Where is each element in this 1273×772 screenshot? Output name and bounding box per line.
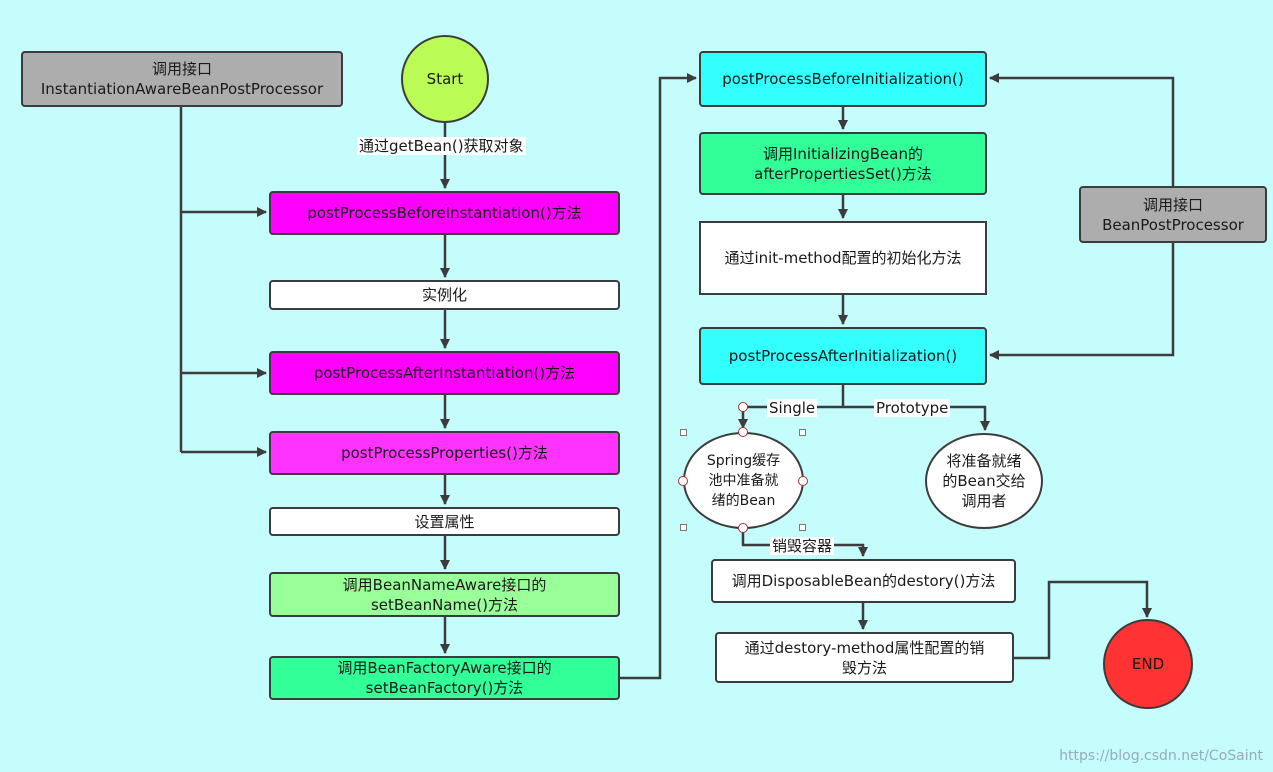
edge-bpp-beforeinit [989, 73, 1175, 187]
watermark: https://blog.csdn.net/CoSaint [1059, 748, 1263, 764]
node-after-initialization[interactable]: postProcessAfterInitialization() [699, 327, 987, 385]
node-spring-cache-bean[interactable]: Spring缓存 池中准备就 绪的Bean [683, 432, 804, 529]
node-bean-post-processor-interface[interactable]: 调用接口 BeanPostProcessor [1079, 186, 1267, 243]
node-bean-name-aware[interactable]: 调用BeanNameAware接口的 setBeanName()方法 [269, 572, 620, 617]
selection-handle[interactable] [799, 524, 806, 531]
connection-point[interactable] [738, 523, 748, 533]
selection-handle[interactable] [799, 429, 806, 436]
edge-bpp-afterinit [989, 242, 1175, 360]
node-after-instantiation[interactable]: postProcessAfterInstantiation()方法 [269, 351, 620, 395]
node-before-initialization[interactable]: postProcessBeforeInitialization() [699, 51, 987, 107]
node-disposable-bean[interactable]: 调用DisposableBean的destory()方法 [711, 559, 1016, 603]
node-set-properties[interactable]: 设置属性 [269, 507, 620, 536]
label-get-bean: 通过getBean()获取对象 [357, 137, 526, 155]
node-destroy-method[interactable]: 通过destory-method属性配置的销 毁方法 [715, 632, 1014, 683]
connection-point[interactable] [678, 476, 688, 486]
label-destroy-container: 销毁容器 [770, 537, 835, 555]
edge-factory-beforeinit [620, 73, 697, 680]
node-before-instantiation[interactable]: postProcessBeforeInstantiation()方法 [269, 191, 620, 235]
selection-handle[interactable] [680, 429, 687, 436]
connection-point[interactable] [798, 476, 808, 486]
node-end[interactable]: END [1103, 619, 1193, 709]
connection-point[interactable] [738, 427, 748, 437]
label-single: Single [767, 399, 818, 417]
node-instantiate[interactable]: 实例化 [269, 280, 620, 310]
node-start[interactable]: Start [401, 35, 489, 123]
node-initializing-bean[interactable]: 调用InitializingBean的 afterPropertiesSet()… [699, 132, 987, 195]
node-init-method[interactable]: 通过init-method配置的初始化方法 [699, 221, 987, 295]
connection-point[interactable] [738, 402, 748, 412]
node-post-process-properties[interactable]: postProcessProperties()方法 [269, 431, 620, 475]
node-give-bean-to-caller[interactable]: 将准备就绪 的Bean交给 调用者 [925, 433, 1043, 529]
node-bean-factory-aware[interactable]: 调用BeanFactoryAware接口的 setBeanFactory()方法 [269, 656, 620, 700]
selection-handle[interactable] [680, 524, 687, 531]
node-instantiation-aware-interface[interactable]: 调用接口 InstantiationAwareBeanPostProcessor [21, 51, 343, 107]
label-prototype: Prototype [874, 399, 951, 417]
edge-method-end [1014, 580, 1152, 660]
